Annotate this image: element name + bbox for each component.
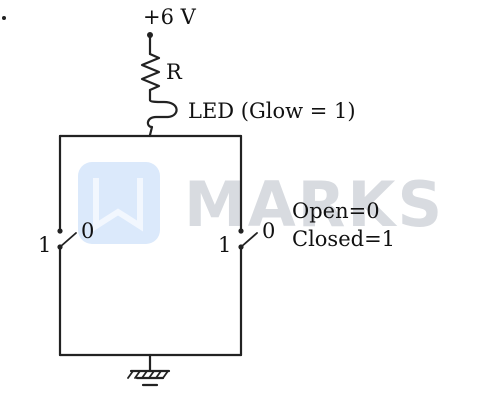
left-switch-blade xyxy=(59,232,77,248)
resistor-symbol xyxy=(140,52,161,92)
supply-label: +6 V xyxy=(143,5,197,29)
led-label: LED (Glow = 1) xyxy=(188,99,356,123)
bullet-dot xyxy=(2,16,6,20)
legend-closed: Closed=1 xyxy=(292,227,395,251)
led-symbol xyxy=(146,98,178,137)
watermark: MARKS xyxy=(78,162,444,244)
right-switch-label-open: 0 xyxy=(262,219,275,243)
left-switch-contact-dot xyxy=(57,228,63,234)
right-switch-label-closed: 1 xyxy=(218,233,231,257)
left-switch-label-closed: 1 xyxy=(38,233,51,257)
ground-icon xyxy=(127,353,171,387)
right-switch-contact-dot xyxy=(238,228,244,234)
left-switch-label-open: 0 xyxy=(81,219,94,243)
resistor-label: R xyxy=(166,60,183,84)
right-switch-blade xyxy=(240,232,258,248)
legend-open: Open=0 xyxy=(292,199,380,223)
watermark-text: MARKS xyxy=(184,168,444,241)
watermark-logo-mark-icon xyxy=(93,178,143,232)
